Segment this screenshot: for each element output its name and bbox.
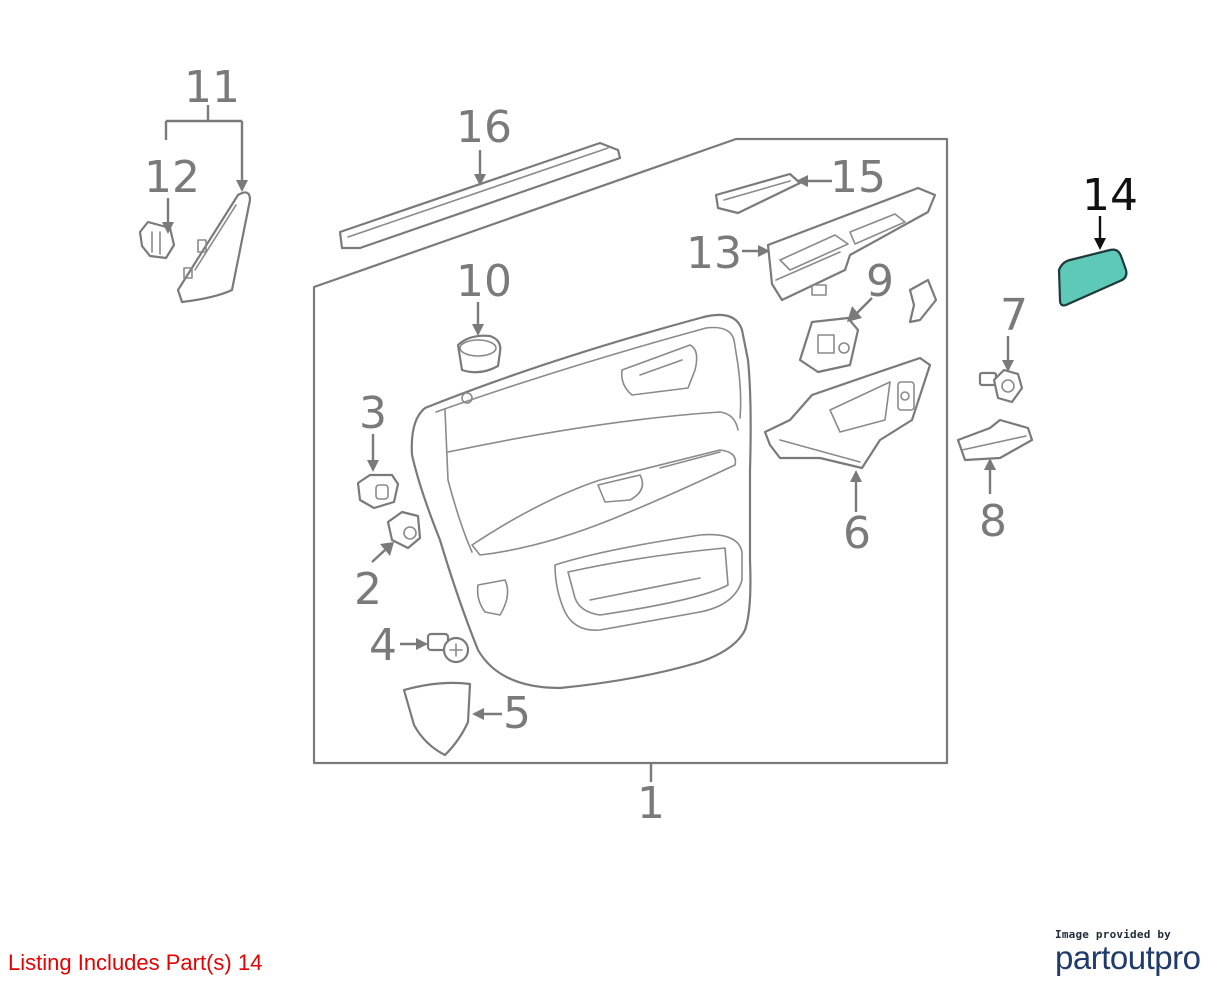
part-6-handle-bracket[interactable]	[763, 356, 932, 470]
part-11-trim[interactable]	[176, 191, 252, 304]
label-9: 9	[866, 256, 894, 307]
listing-includes-text: Listing Includes Part(s) 14	[8, 950, 263, 975]
small-bracket[interactable]	[908, 278, 938, 324]
part-9-clip[interactable]	[798, 316, 860, 374]
label-5: 5	[503, 688, 531, 739]
label-12: 12	[144, 152, 200, 203]
label-3: 3	[359, 388, 387, 439]
part-3-clip[interactable]	[356, 473, 400, 510]
part-7-bolt[interactable]	[978, 368, 1024, 404]
label-7: 7	[1000, 290, 1028, 341]
part-2-nut[interactable]	[386, 510, 422, 550]
part-14-highlighted[interactable]	[1057, 248, 1128, 307]
part-10-cap[interactable]	[456, 334, 502, 374]
brand-caption: Image provided by	[1055, 928, 1171, 941]
brand-name: partoutpro	[1055, 939, 1201, 976]
part-13-switch-bezel[interactable]	[766, 186, 937, 302]
label-1: 1	[637, 778, 665, 829]
part-8-bracket[interactable]	[956, 418, 1034, 462]
label-4: 4	[369, 620, 397, 671]
part-4-screw[interactable]	[426, 632, 470, 664]
label-6: 6	[843, 508, 871, 559]
brand-logo: Image provided by partoutpro	[1055, 928, 1215, 977]
label-8: 8	[979, 496, 1007, 547]
part-5-pad[interactable]	[402, 681, 472, 757]
label-11: 11	[184, 62, 240, 113]
part-1-door-panel[interactable]	[410, 313, 752, 690]
part-16-strip[interactable]	[338, 141, 622, 250]
label-13: 13	[686, 228, 742, 279]
label-2: 2	[354, 564, 382, 615]
label-10: 10	[456, 256, 512, 307]
part-12-clip[interactable]	[138, 220, 176, 260]
part-15-pad[interactable]	[714, 172, 802, 215]
label-16: 16	[456, 102, 512, 153]
label-14: 14	[1082, 170, 1138, 221]
door-assembly-frame	[312, 137, 949, 765]
label-15: 15	[830, 152, 886, 203]
